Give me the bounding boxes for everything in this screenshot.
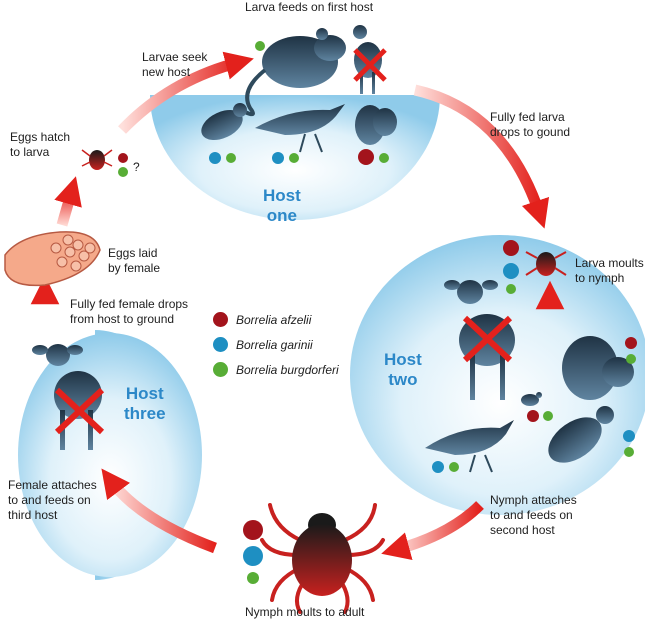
legend-item-afzelii: Borrelia afzelii <box>213 312 311 327</box>
host-three-title: Host three <box>124 384 166 423</box>
label-larva-moults: Larva moults to nymph <box>575 256 644 285</box>
label-nymph-attaches: Nymph attaches to and feeds on second ho… <box>490 493 577 537</box>
adult-red-dot <box>243 520 263 540</box>
eggs-hatch-green-dot <box>118 167 128 177</box>
label-nymph-moults: Nymph moults to adult <box>245 605 365 619</box>
arrow-to-third-host <box>101 468 217 554</box>
eggs-icon <box>4 231 101 287</box>
arrow-nymph-to-adult <box>381 501 484 561</box>
host-one-bacteria-dots <box>209 41 389 165</box>
legend-swatch-burgdorferi <box>213 362 228 377</box>
legend-label-afzelii: Borrelia afzelii <box>236 312 312 327</box>
host-two-title: Host two <box>384 350 422 389</box>
pigeon-icon-host-two <box>548 406 614 463</box>
larva-moult-blue-dot <box>503 263 519 279</box>
label-female-attaches: Female attaches to and feeds on third ho… <box>8 478 97 522</box>
squirrel-icon-host-two <box>562 336 634 400</box>
larva-tick-icon <box>81 149 113 170</box>
label-fully-fed-larva: Fully fed larva drops to gound <box>490 110 571 139</box>
larva-moult-red-dot <box>503 240 519 256</box>
crow-icon-host-two <box>425 420 514 473</box>
adult-blue-dot <box>243 546 263 566</box>
cross-icon-host-one <box>353 48 387 82</box>
adult-green-dot <box>247 572 259 584</box>
pigeon-icon-host-one <box>201 103 247 141</box>
larva-moult-tick-icon <box>525 251 567 276</box>
cycle-arrows <box>30 51 565 561</box>
label-larva-feeds: Larva feeds on first host <box>245 0 374 14</box>
squirrel-icon-host-one <box>355 105 397 145</box>
larva-moult-green-dot <box>506 284 516 294</box>
legend-swatch-afzelii <box>213 312 228 327</box>
arrow-eggs-hatch <box>54 176 82 227</box>
host-two-bacteria-dots <box>432 337 637 473</box>
adult-tick-icon <box>260 503 385 614</box>
arrow-larva-drops <box>413 84 550 229</box>
mouse-icon-host-two <box>521 392 542 406</box>
host-one-title: Host one <box>263 186 301 225</box>
label-eggs-hatch: Eggs hatch to larva <box>10 130 71 159</box>
legend-item-garinii: Borrelia garinii <box>213 337 313 352</box>
arrow-larvae-seek <box>118 51 254 134</box>
crow-icon-host-one <box>255 104 345 153</box>
label-eggs-laid: Eggs laid by female <box>108 246 161 275</box>
legend-label-burgdorferi: Borrelia burgdorferi <box>236 362 339 377</box>
label-question-mark: ? <box>133 160 140 174</box>
cross-icon-host-two <box>462 315 513 363</box>
label-larvae-seek: Larvae seek new host <box>142 50 208 79</box>
legend-label-garinii: Borrelia garinii <box>236 337 313 352</box>
legend-item-burgdorferi: Borrelia burgdorferi <box>213 362 339 377</box>
eggs-hatch-red-dot <box>118 153 128 163</box>
legend-swatch-garinii <box>213 337 228 352</box>
mouse-icon <box>244 28 346 117</box>
cross-icon-host-three <box>54 387 105 435</box>
host-three-circle <box>18 333 202 577</box>
label-fully-fed-female: Fully fed female drops from host to grou… <box>70 297 189 326</box>
